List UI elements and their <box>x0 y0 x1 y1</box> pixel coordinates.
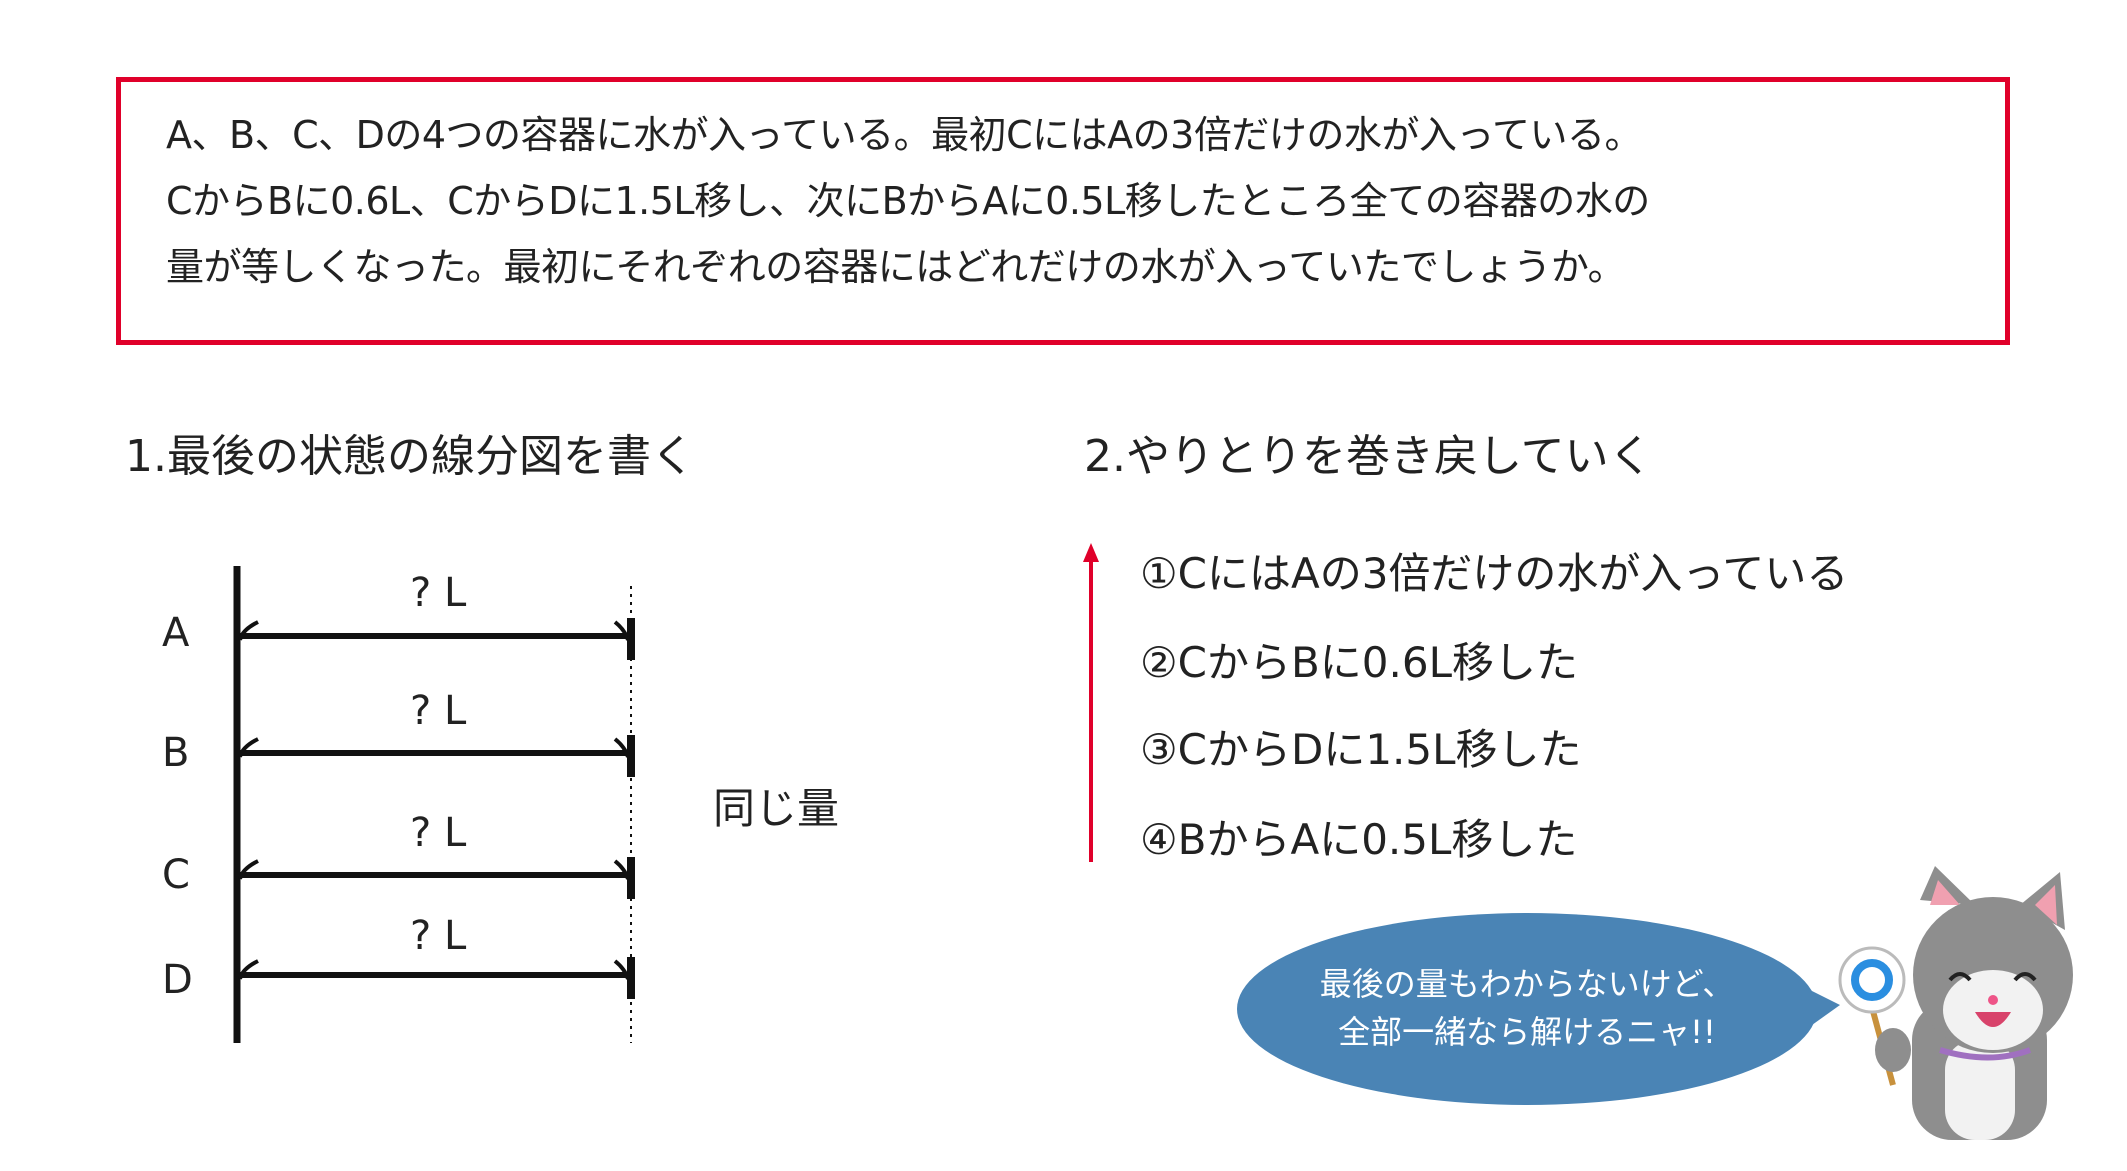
maru-sign-icon <box>1838 946 1906 1014</box>
step-item: ②CからBに0.6L移した <box>1140 638 1578 687</box>
amount-label-c: ? L <box>410 810 467 856</box>
speech-bubble <box>1237 913 1840 1105</box>
step-item: ③CからDに1.5L移した <box>1140 725 1582 774</box>
segment-d <box>238 957 635 999</box>
speech-text: 最後の量もわからないけど、 <box>1319 965 1735 1003</box>
rewind-arrow <box>1083 543 1099 862</box>
cat-illustration <box>1838 866 2073 1140</box>
section1-heading: 1.最後の状態の線分図を書く <box>125 431 695 482</box>
container-label-a: A <box>162 610 190 656</box>
step-item: ①CにはAの3倍だけの水が入っている <box>1140 549 1849 598</box>
segment-b <box>238 735 635 777</box>
step-item: ④BからAに0.5L移した <box>1140 815 1578 864</box>
section2-heading: 2.やりとりを巻き戻していく <box>1084 431 1653 482</box>
segment-c <box>238 857 635 899</box>
amount-label-d: ? L <box>410 913 467 959</box>
container-label-b: B <box>162 730 190 776</box>
container-label-c: C <box>162 852 190 898</box>
problem-box: A、B、C、Dの4つの容器に水が入っている。最初CにはAの3倍だけの水が入ってい… <box>116 77 2010 345</box>
amount-label-a: ? L <box>410 570 467 616</box>
amount-label-b: ? L <box>410 688 467 734</box>
problem-line: A、B、C、Dの4つの容器に水が入っている。最初CにはAの3倍だけの水が入ってい… <box>166 113 1642 157</box>
problem-line: 量が等しくなった。最初にそれぞれの容器にはどれだけの水が入っていたでしょうか。 <box>166 245 1626 289</box>
segment-a <box>238 618 635 660</box>
equal-amount-label: 同じ量 <box>713 784 840 833</box>
container-label-d: D <box>162 957 193 1003</box>
problem-line: CからBに0.6L、CからDに1.5L移し、次にBからAに0.5L移したところ全… <box>166 179 1650 223</box>
speech-text: 全部一緒なら解けるニャ!! <box>1338 1013 1716 1051</box>
